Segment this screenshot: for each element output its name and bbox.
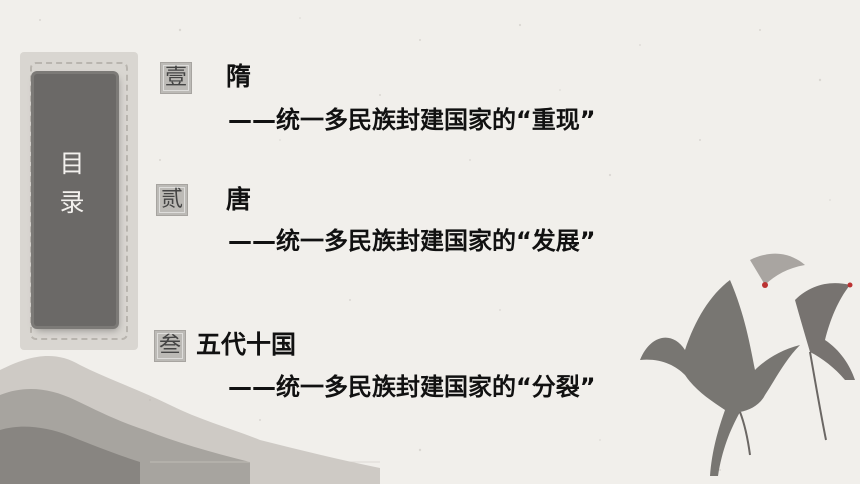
item-3-number-badge: 叁 (154, 330, 186, 362)
item-2-number-badge: 贰 (156, 184, 188, 216)
cranes-decoration (640, 253, 855, 476)
item-1-dynasty: 隋 (226, 62, 252, 91)
item-3-dynasty: 五代十国 (196, 330, 297, 359)
item-1-subtitle: ——统一多民族封建国家的“重现” (228, 106, 596, 134)
item-1-number-badge: 壹 (160, 62, 192, 94)
item-3-subtitle: ——统一多民族封建国家的“分裂” (228, 373, 596, 401)
ink-mountains-decoration (0, 355, 380, 484)
toc-panel (34, 74, 116, 326)
toc-title: 目录 (56, 150, 85, 228)
item-2-dynasty: 唐 (226, 185, 252, 214)
item-2-subtitle: ——统一多民族封建国家的“发展” (228, 227, 596, 255)
